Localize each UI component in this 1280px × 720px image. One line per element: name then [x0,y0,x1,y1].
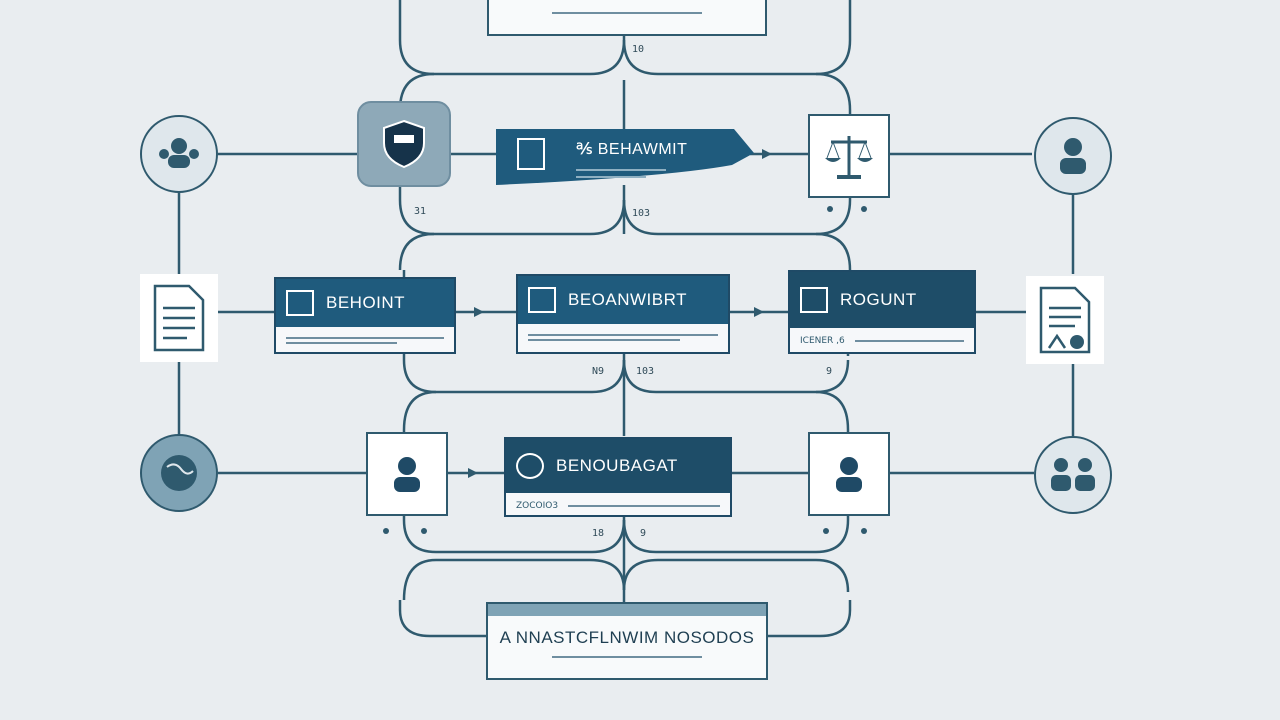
label-top-connector: 10 [632,44,645,55]
flag-title: ℁ BEHAWMIT [576,141,688,158]
document-icon [153,284,205,352]
card-row3-mid[interactable]: BENOUBAGAT ZOCOIO3 [504,437,732,517]
card-title: BENOUBAGAT [556,456,678,475]
download-icon [516,453,544,479]
globe-icon [161,455,197,491]
card-title: ROGUNT [840,290,917,309]
label-row1-left: 31 [414,206,427,217]
scales-icon [825,136,873,179]
node-person-doc[interactable] [808,432,890,516]
box-header-strip [488,604,766,616]
card-subtitle: ZOCOIO3 [516,501,559,511]
top-process-box [487,0,767,36]
card-title: BEOANWIBRT [568,290,687,309]
chart-icon [800,287,828,313]
image-icon [286,290,314,316]
node-document-right[interactable] [1026,276,1104,364]
label-row3-right: 9 [640,528,647,539]
node-security[interactable] [357,101,451,187]
node-user-group[interactable] [140,115,218,193]
team-icon [1051,458,1095,491]
label-row3-left: 18 [592,528,605,539]
bottom-box-title: A NNASTCFLNWIM NOSODOS [499,628,755,647]
label-row2-left: N9 [592,366,605,377]
shield-icon [383,119,425,169]
node-document-left[interactable] [140,274,218,362]
label-row2-mid: 103 [636,366,655,377]
flag-node-row1[interactable]: ℁ BEHAWMIT [496,129,756,185]
card-row2-right[interactable]: ROGUNT ICENER ,6 [788,270,976,354]
contract-icon [1039,286,1091,354]
card-title: BEHOINT [326,293,406,312]
node-team-right[interactable] [1034,436,1112,514]
person-icon [836,457,862,492]
node-global[interactable] [140,434,218,512]
card-row2-mid[interactable]: BEOANWIBRT [516,274,730,354]
node-legal[interactable] [808,114,890,198]
user-group-icon [159,138,199,168]
file-icon [528,287,556,313]
bottom-process-box[interactable]: A NNASTCFLNWIM NOSODOS [486,602,768,680]
node-person-left[interactable] [366,432,448,516]
node-person-right[interactable] [1034,117,1112,195]
card-subtitle: ICENER ,6 [800,336,845,346]
card-row2-left[interactable]: BEHOINT [274,277,456,354]
label-row1-mid: 103 [632,208,651,219]
person-icon [1060,138,1086,174]
label-row2-right: 9 [826,366,833,377]
person-icon [394,457,420,492]
